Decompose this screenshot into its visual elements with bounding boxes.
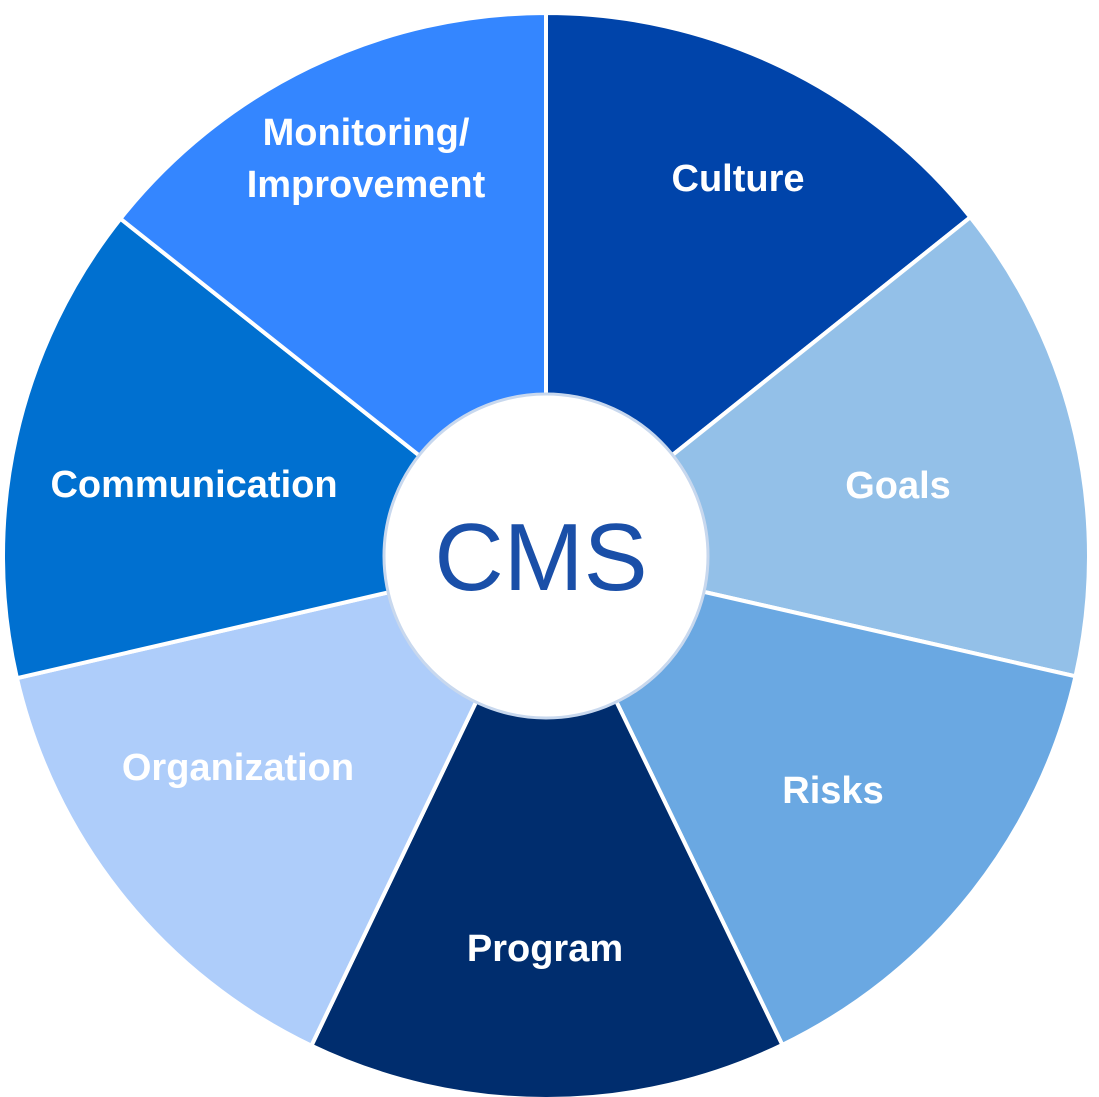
segment-label-line: Program — [467, 928, 623, 970]
segment-label-culture: Culture — [672, 158, 805, 200]
segment-label-organization: Organization — [122, 747, 354, 789]
segment-label-communication: Communication — [50, 464, 337, 506]
segment-label-risks: Risks — [782, 770, 883, 812]
segment-label-goals: Goals — [845, 465, 951, 507]
segment-label-line: Culture — [672, 158, 805, 200]
segment-label-line: Organization — [122, 747, 354, 789]
segment-label-program: Program — [467, 928, 623, 970]
segment-label-line: Risks — [782, 770, 883, 812]
segment-label-line: Communication — [50, 464, 337, 506]
center-label: CMS — [434, 504, 647, 611]
segment-organization — [14, 554, 548, 1048]
segment-program — [309, 554, 785, 1097]
segment-label-monitoring: Monitoring/Improvement — [247, 112, 486, 206]
center-hub — [382, 392, 710, 720]
segment-risks — [544, 554, 1078, 1047]
segment-label-line: Improvement — [247, 164, 486, 206]
segment-label-line: Goals — [845, 465, 951, 507]
segment-monitoring — [118, 11, 548, 558]
segment-culture — [544, 11, 973, 558]
segment-label-line: Monitoring/ — [263, 112, 470, 154]
